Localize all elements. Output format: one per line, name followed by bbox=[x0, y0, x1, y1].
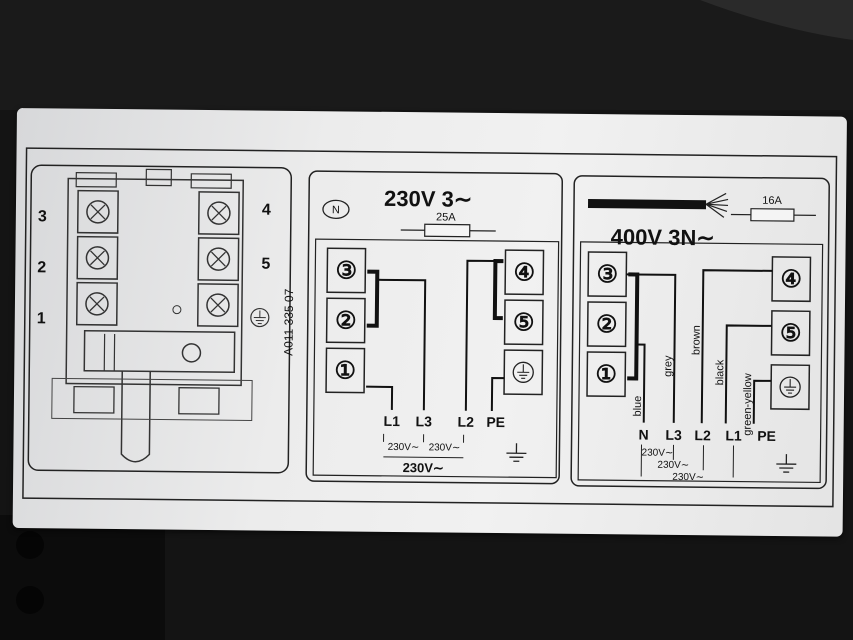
wiring-label: 3 2 1 4 5 A011 335 07 N bbox=[12, 108, 847, 537]
panel-230v bbox=[305, 170, 564, 485]
terminal-4: ④ bbox=[513, 259, 535, 286]
voltage-n-l2: 230V∼ bbox=[657, 460, 689, 471]
terminal-2: ② bbox=[335, 307, 357, 334]
left-terminal-2-label: 2 bbox=[37, 259, 46, 276]
voltage-l3-l2: 230V∼ bbox=[429, 442, 461, 453]
wiring-diagram: 3 2 1 4 5 A011 335 07 N bbox=[22, 147, 838, 508]
left-terminal-3-label: 3 bbox=[38, 208, 47, 225]
voltage-n-l1: 230V∼ bbox=[672, 472, 704, 483]
terminal-3: ③ bbox=[335, 257, 357, 284]
terminal-2: ② bbox=[596, 311, 618, 338]
wire-color-green-yellow: green-yellow bbox=[742, 373, 755, 436]
terminal-4: ④ bbox=[780, 266, 802, 293]
screw-hole bbox=[16, 531, 44, 559]
cable-icon bbox=[587, 198, 707, 210]
conductor-pe: PE bbox=[757, 428, 776, 444]
conductor-l1: L1 bbox=[725, 427, 742, 443]
conductor-l1: L1 bbox=[383, 413, 400, 429]
voltage-l1-l3: 230V∼ bbox=[388, 442, 420, 453]
panel-230v-title: 230V 3∼ bbox=[384, 186, 472, 212]
neutral-label: N bbox=[332, 204, 340, 216]
wire-color-brown: brown bbox=[690, 325, 702, 355]
voltage-n-l3: 230V∼ bbox=[641, 448, 673, 459]
fuse-symbol bbox=[750, 208, 795, 222]
part-number: A011 335 07 bbox=[281, 288, 296, 356]
terminal-3: ③ bbox=[596, 261, 618, 288]
fuse-symbol bbox=[424, 223, 471, 238]
fuse-rating-16a: 16A bbox=[762, 195, 782, 207]
wire-color-grey: grey bbox=[662, 355, 674, 377]
fuse-rating-25a: 25A bbox=[436, 211, 456, 223]
panel-400v bbox=[570, 175, 830, 490]
terminal-5: ⑤ bbox=[513, 309, 535, 336]
neutral-symbol bbox=[322, 199, 350, 219]
conductor-l3: L3 bbox=[665, 427, 682, 443]
terminal-1: ① bbox=[334, 357, 356, 384]
conductor-l2: L2 bbox=[694, 427, 711, 443]
conductor-l2: L2 bbox=[457, 414, 474, 430]
left-terminal-5-label: 5 bbox=[261, 256, 270, 273]
conductor-pe: PE bbox=[486, 414, 505, 430]
wire-color-blue: blue bbox=[632, 396, 644, 417]
wire-color-black: black bbox=[714, 359, 726, 385]
terminal-5: ⑤ bbox=[780, 320, 802, 347]
screw-hole bbox=[16, 586, 44, 614]
terminal-1: ① bbox=[595, 361, 617, 388]
conductor-n: N bbox=[638, 427, 648, 443]
voltage-l1-l2: 230V∼ bbox=[403, 460, 444, 475]
left-terminal-1-label: 1 bbox=[37, 310, 46, 327]
conductor-l3: L3 bbox=[415, 413, 432, 429]
panel-terminal-block bbox=[27, 164, 293, 474]
left-terminal-4-label: 4 bbox=[262, 202, 271, 219]
panel-400v-title: 400V 3N∼ bbox=[611, 224, 715, 250]
